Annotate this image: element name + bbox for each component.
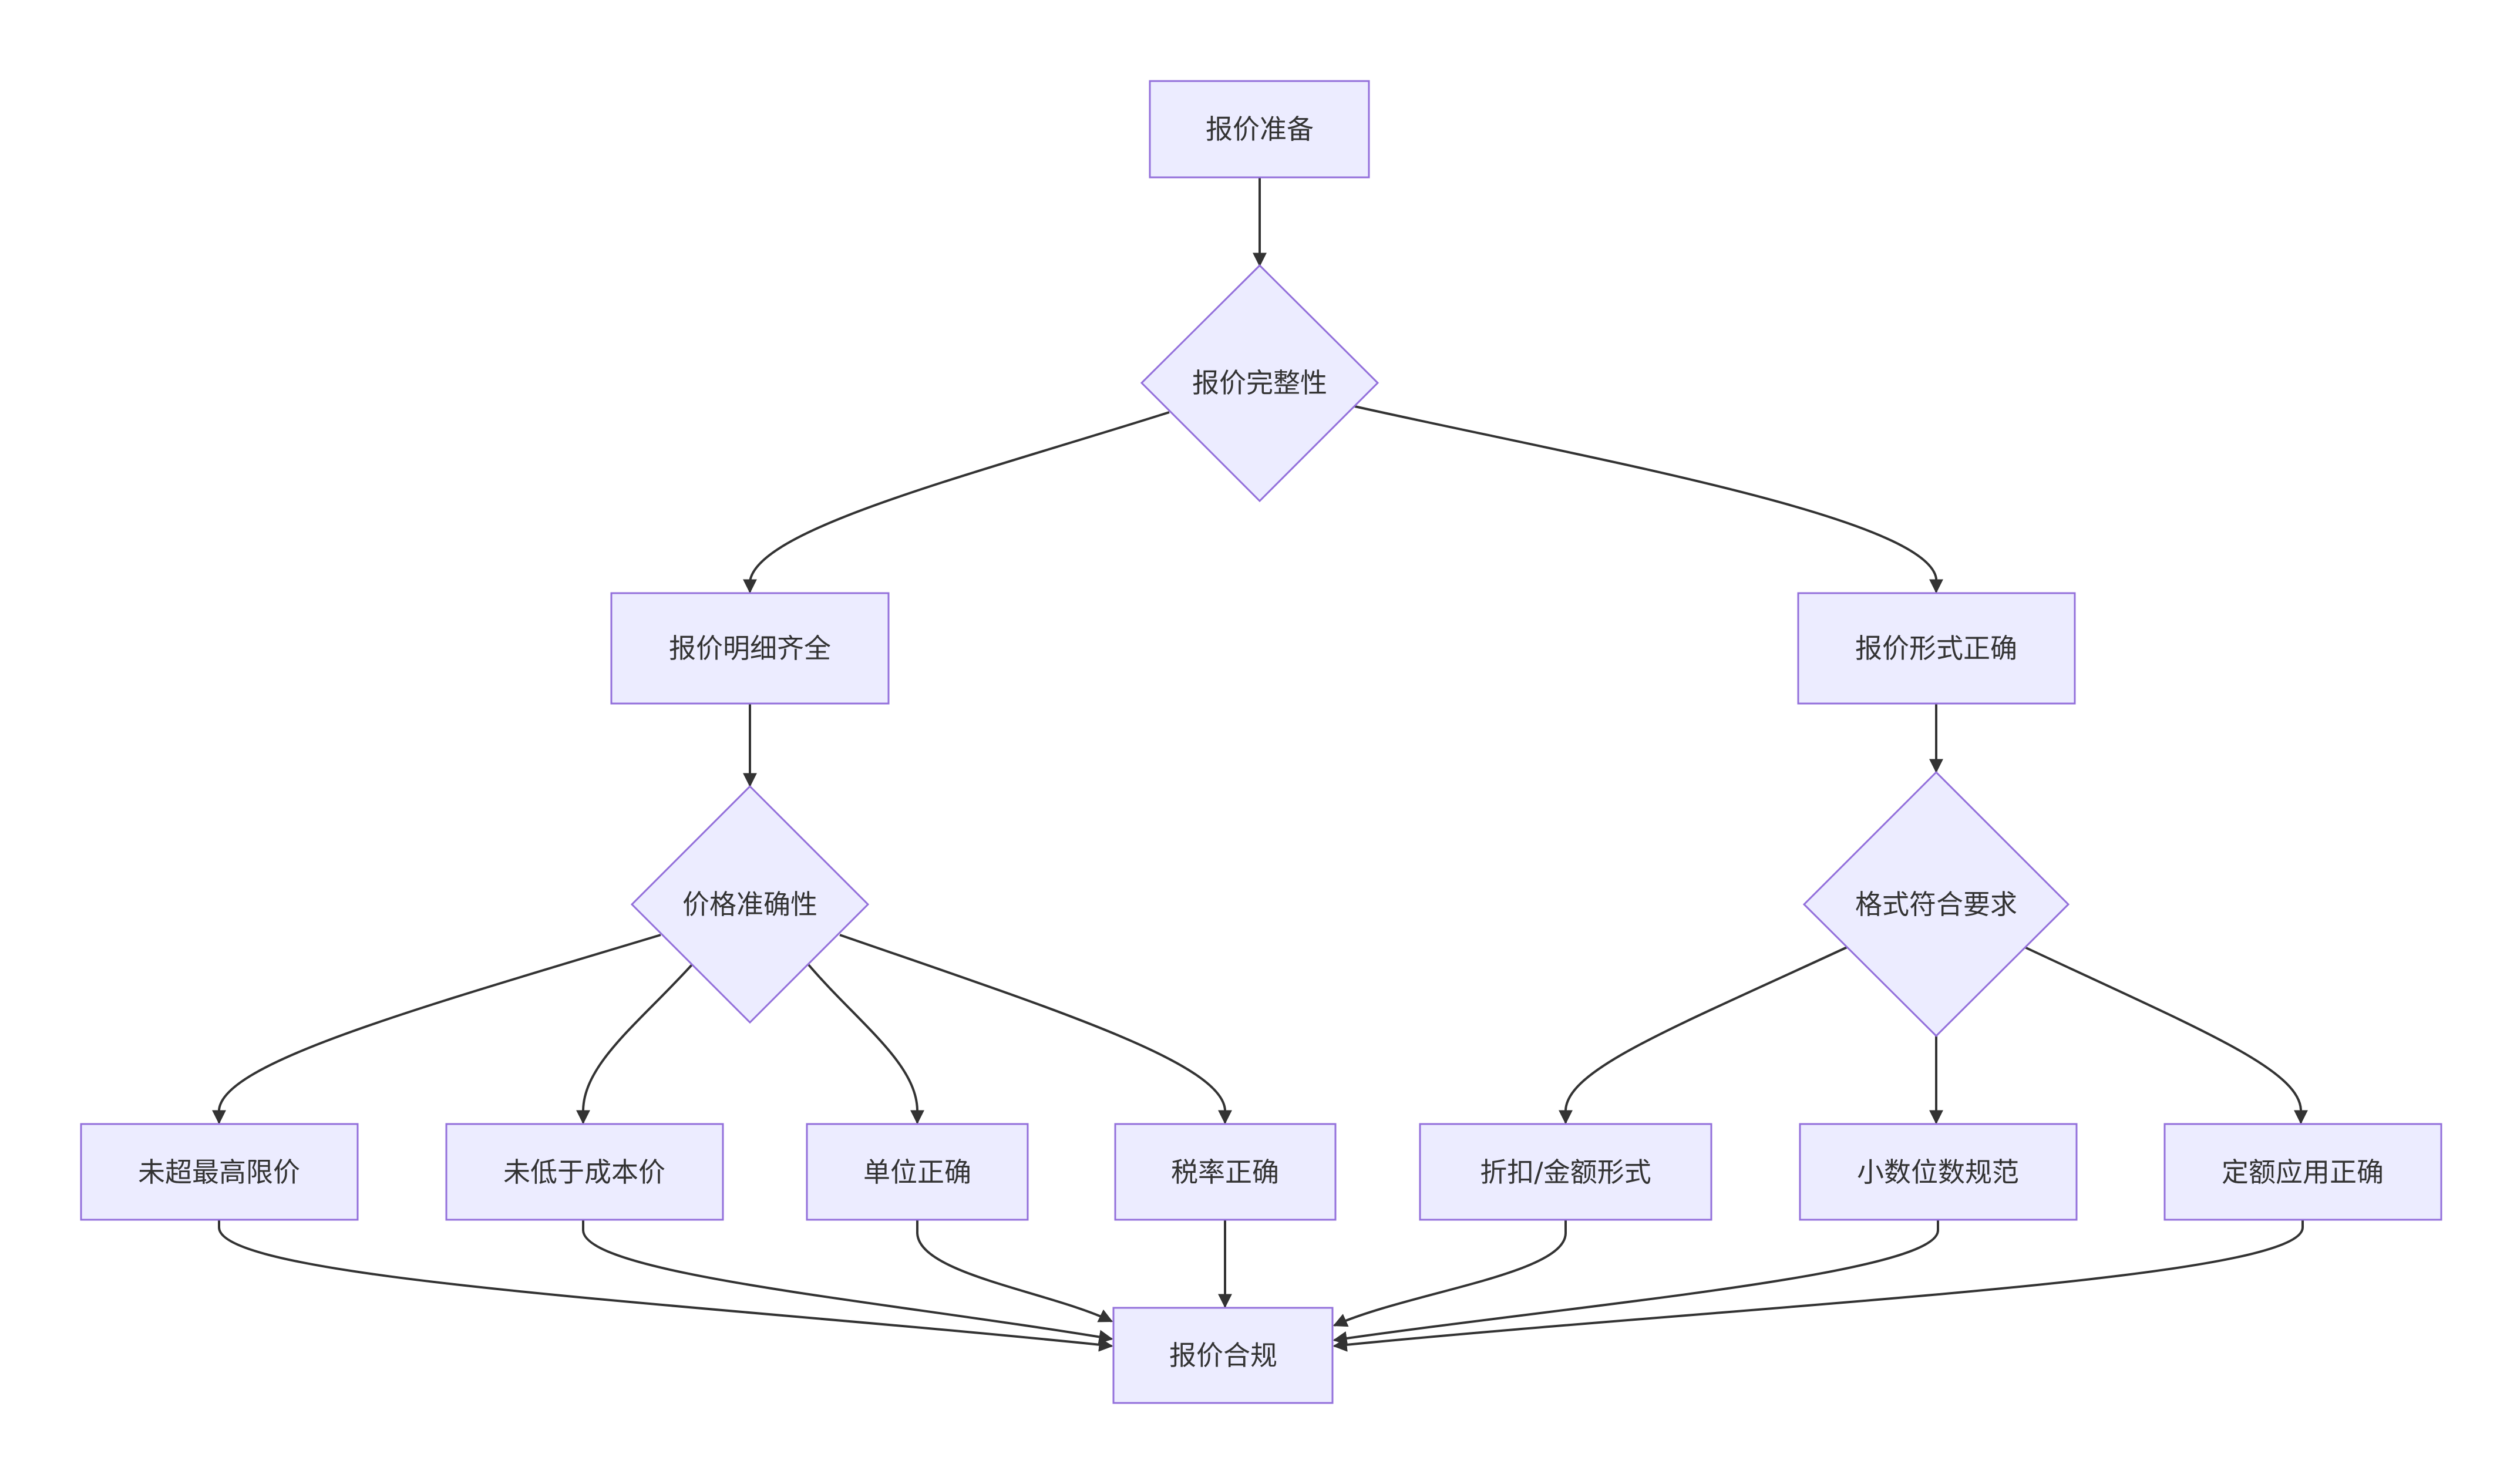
edge-format-to-discount [1559, 946, 1848, 1125]
edge-discount-to-compliant [1332, 1220, 1567, 1327]
node-max-label: 未超最高限价 [138, 1156, 300, 1188]
node-prep[interactable]: 报价准备 [1149, 80, 1370, 179]
node-detail[interactable]: 报价明细齐全 [610, 592, 890, 705]
node-format-label: 格式符合要求 [1855, 889, 2017, 920]
edge-completeness-to-form [1354, 405, 1943, 594]
nodes-layer: 报价准备 报价完整性 报价明细齐全 报价形式正确 价格准确性 格式符合要求 未超… [80, 80, 2442, 1404]
node-discount[interactable]: 折扣/金额形式 [1419, 1123, 1712, 1221]
edge-cost-to-compliant [582, 1220, 1113, 1344]
node-discount-label: 折扣/金额形式 [1480, 1156, 1651, 1188]
node-format[interactable]: 格式符合要求 [1802, 770, 2070, 1038]
edge-max-to-compliant [218, 1220, 1113, 1352]
node-completeness[interactable]: 报价完整性 [1140, 264, 1379, 503]
node-accuracy[interactable]: 价格准确性 [630, 785, 870, 1024]
node-detail-label: 报价明细齐全 [669, 632, 831, 664]
node-form[interactable]: 报价形式正确 [1797, 592, 2076, 705]
edge-format-to-quota [2024, 946, 2308, 1125]
node-decimal-label: 小数位数规范 [1857, 1156, 2019, 1188]
node-unit-label: 单位正确 [863, 1156, 971, 1188]
edge-unit-to-compliant [916, 1220, 1113, 1323]
node-cost-label: 未低于成本价 [503, 1156, 665, 1188]
edges-layer [212, 177, 2308, 1352]
edge-quota-to-compliant [1332, 1220, 2304, 1352]
node-compliant-label: 报价合规 [1169, 1340, 1277, 1371]
node-completeness-label: 报价完整性 [1192, 367, 1327, 399]
node-compliant[interactable]: 报价合规 [1112, 1307, 1334, 1404]
node-tax[interactable]: 税率正确 [1114, 1123, 1337, 1221]
node-accuracy-label: 价格准确性 [682, 889, 817, 920]
node-prep-label: 报价准备 [1206, 113, 1314, 145]
node-unit[interactable]: 单位正确 [806, 1123, 1029, 1221]
edge-accuracy-to-cost [576, 964, 693, 1125]
node-max[interactable]: 未超最高限价 [80, 1123, 359, 1221]
edge-accuracy-to-unit [807, 964, 924, 1125]
node-quota[interactable]: 定额应用正确 [2163, 1123, 2442, 1221]
node-cost[interactable]: 未低于成本价 [445, 1123, 724, 1221]
edge-completeness-to-detail [743, 411, 1170, 594]
edge-decimal-to-compliant [1332, 1220, 1939, 1345]
node-decimal[interactable]: 小数位数规范 [1799, 1123, 2078, 1221]
node-form-label: 报价形式正确 [1855, 632, 2017, 664]
node-tax-label: 税率正确 [1171, 1156, 1279, 1188]
edge-accuracy-to-max [212, 934, 661, 1125]
edge-accuracy-to-tax [839, 934, 1232, 1125]
node-quota-label: 定额应用正确 [2222, 1156, 2384, 1188]
